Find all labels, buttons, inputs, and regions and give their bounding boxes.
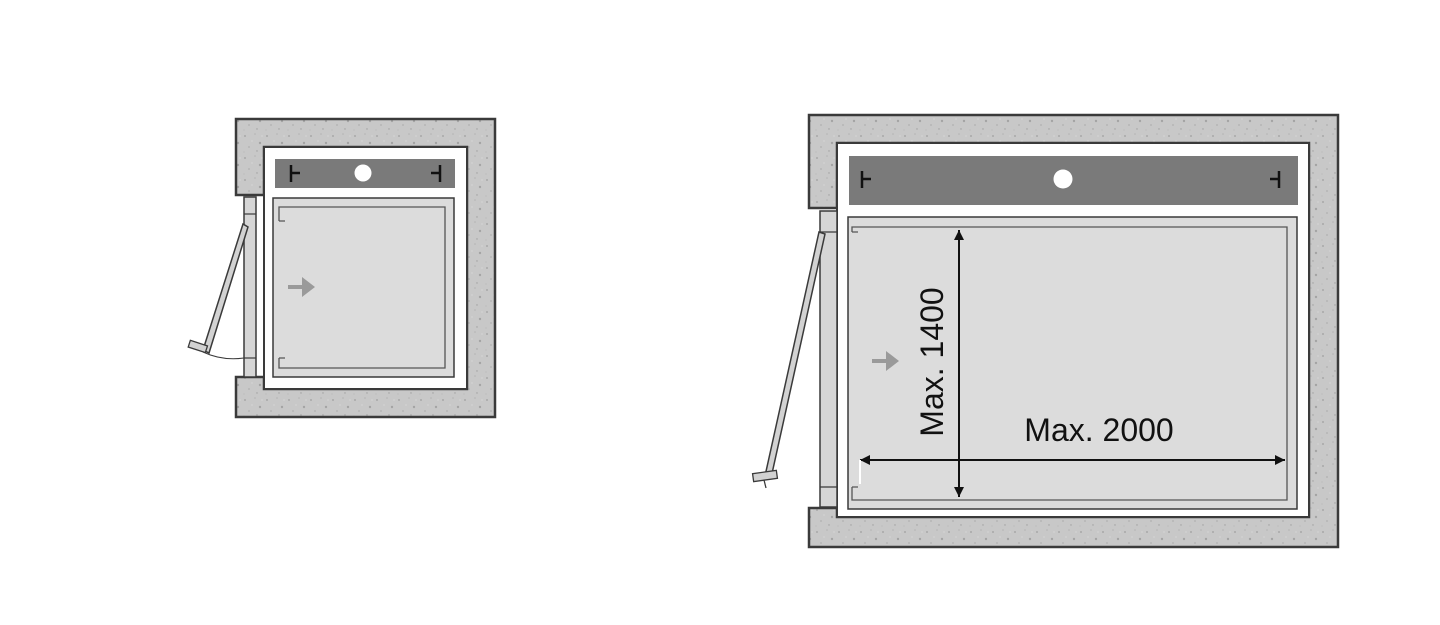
door-jamb-small <box>243 196 257 378</box>
circle-marker-icon <box>1053 169 1073 189</box>
circle-marker-icon <box>354 164 372 182</box>
arrow-right-icon <box>288 277 315 297</box>
rail-end-marker-icon <box>289 165 300 182</box>
rail-end-marker-icon <box>1270 171 1281 188</box>
small-lift-plan <box>187 117 497 419</box>
door-leaf-small <box>187 222 249 360</box>
door-leaf-large <box>751 231 826 489</box>
large-lift-plan: Max. 1400 Max. 2000 <box>751 113 1340 549</box>
door-jamb-large <box>819 210 838 508</box>
rail-end-marker-icon <box>860 171 871 188</box>
rail-end-marker-icon <box>431 165 442 182</box>
rail-bar-large <box>849 156 1298 205</box>
width-dimension-label: Max. 2000 <box>1024 412 1173 448</box>
arrow-right-icon <box>872 351 899 371</box>
depth-dimension-label: Max. 1400 <box>914 287 950 436</box>
platform-small <box>272 197 455 378</box>
